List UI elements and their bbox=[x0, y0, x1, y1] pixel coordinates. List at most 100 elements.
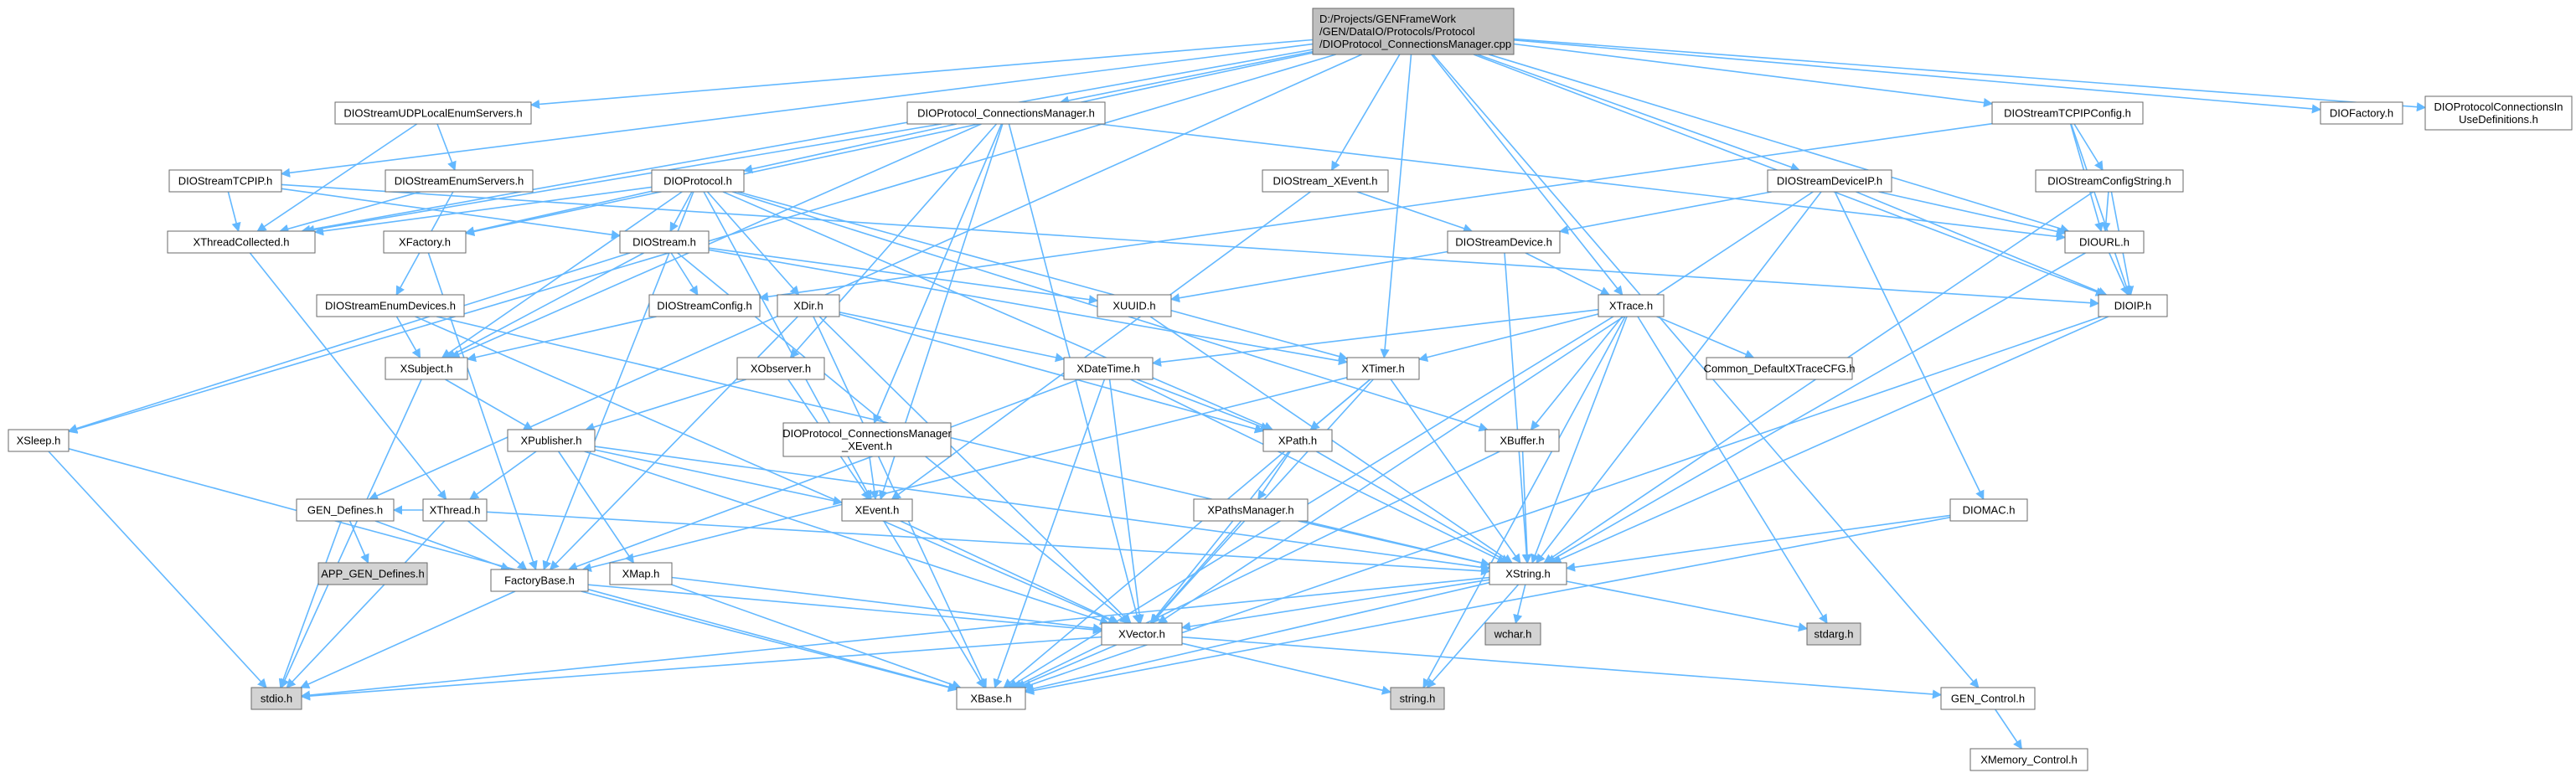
node-xpathsmgr[interactable]: XPathsManager.h bbox=[1193, 498, 1309, 522]
node-box bbox=[1101, 622, 1183, 646]
edge-xtrace-to-xstring bbox=[1531, 316, 1628, 564]
node-stringh[interactable]: string.h bbox=[1390, 687, 1445, 710]
node-box bbox=[736, 357, 825, 380]
node-enumdev[interactable]: DIOStreamEnumDevices.h bbox=[316, 294, 465, 317]
node-label: DIOStreamConfig.h bbox=[657, 300, 751, 312]
node-box bbox=[1940, 687, 2036, 710]
node-wchar[interactable]: wchar.h bbox=[1484, 622, 1541, 646]
node-protocol[interactable]: DIOProtocol.h bbox=[651, 169, 745, 193]
edge-root-to-pcud bbox=[1513, 38, 2427, 112]
node-box bbox=[1262, 429, 1333, 452]
node-xbase[interactable]: XBase.h bbox=[956, 687, 1026, 710]
edge-cfgstring-to-url bbox=[2101, 191, 2111, 233]
edge-streamcfg-to-xsubject bbox=[466, 316, 657, 363]
node-box bbox=[1484, 622, 1541, 646]
node-box bbox=[8, 429, 70, 452]
node-box bbox=[1706, 357, 1853, 380]
edge-factorybase-to-stdio bbox=[299, 590, 516, 688]
edge-gendefs-to-appgen bbox=[348, 520, 369, 564]
node-tcpipcfg[interactable]: DIOStreamTCPIPConfig.h bbox=[1991, 101, 2144, 125]
node-udpenum[interactable]: DIOStreamUDPLocalEnumServers.h bbox=[334, 101, 532, 125]
node-xevtstream[interactable]: DIOStream_XEvent.h bbox=[1262, 169, 1389, 193]
node-label: XPathsManager.h bbox=[1207, 504, 1293, 517]
node-box bbox=[422, 498, 488, 522]
node-appgen[interactable]: APP_GEN_Defines.h bbox=[317, 562, 428, 585]
edge-xpath-to-xstring bbox=[1316, 451, 1510, 564]
edge-xsleep-to-stdio bbox=[48, 451, 267, 688]
node-xobserver[interactable]: XObserver.h bbox=[736, 357, 825, 380]
edge-diomac-to-xbase bbox=[1024, 516, 1951, 695]
node-gendefs[interactable]: GEN_Defines.h bbox=[296, 498, 395, 522]
node-label: XPath.h bbox=[1278, 435, 1317, 447]
node-xtimer[interactable]: XTimer.h bbox=[1346, 357, 1420, 380]
node-label: FactoryBase.h bbox=[504, 575, 575, 587]
node-diomac[interactable]: DIOMAC.h bbox=[1949, 498, 2028, 522]
edge-pcmxevent-to-xevent bbox=[869, 456, 880, 501]
node-pcmxevent[interactable]: DIOProtocol_ConnectionsManager_XEvent.h bbox=[782, 422, 952, 457]
node-threadcoll[interactable]: XThreadCollected.h bbox=[167, 230, 316, 254]
node-xvector[interactable]: XVector.h bbox=[1101, 622, 1183, 646]
node-root[interactable]: D:/Projects/GENFrameWork/GEN/DataIO/Prot… bbox=[1312, 8, 1515, 55]
edge-tcpipcfg-to-dioip bbox=[2070, 123, 2131, 296]
node-factorybase[interactable]: FactoryBase.h bbox=[490, 569, 589, 592]
edge-xtrace-to-xtimer bbox=[1417, 313, 1599, 363]
node-stream[interactable]: DIOStream.h bbox=[619, 230, 710, 254]
edge-gendefs-to-factorybase bbox=[374, 520, 511, 571]
node-dioip[interactable]: DIOIP.h bbox=[2098, 294, 2168, 317]
node-xthread[interactable]: XThread.h bbox=[422, 498, 488, 522]
node-common[interactable]: Common_DefaultXTraceCFG.h bbox=[1704, 357, 1856, 380]
edge-xdatetime-to-xpath bbox=[1136, 379, 1270, 431]
edge-udpenum-to-enumsrv bbox=[436, 123, 457, 172]
edge-xtrace-to-stdarg bbox=[1637, 316, 1828, 624]
edge-pcm-to-url bbox=[1098, 123, 2067, 241]
node-xdir[interactable]: XDir.h bbox=[777, 294, 840, 317]
node-label: /GEN/DataIO/Protocols/Protocol bbox=[1319, 25, 1475, 38]
node-label: DIOProtocol_ConnectionsManager bbox=[782, 427, 952, 440]
node-box bbox=[1097, 294, 1172, 317]
node-stdarg[interactable]: stdarg.h bbox=[1806, 622, 1861, 646]
node-xuuid[interactable]: XUUID.h bbox=[1097, 294, 1172, 317]
node-tcpip[interactable]: DIOStreamTCPIP.h bbox=[168, 169, 282, 193]
node-xbuffer[interactable]: XBuffer.h bbox=[1484, 429, 1560, 452]
node-box bbox=[383, 230, 467, 254]
node-label: XFactory.h bbox=[399, 236, 451, 249]
node-label: XBuffer.h bbox=[1500, 435, 1544, 447]
node-enumsrv[interactable]: DIOStreamEnumServers.h bbox=[385, 169, 534, 193]
edge-xdir-to-factorybase bbox=[549, 316, 798, 570]
node-stdio[interactable]: stdio.h bbox=[250, 687, 302, 710]
node-xevent[interactable]: XEvent.h bbox=[841, 498, 913, 522]
edge-stream-to-streamcfg bbox=[670, 252, 699, 296]
edge-xbuffer-to-xbase bbox=[1012, 451, 1500, 688]
node-box bbox=[2320, 101, 2403, 125]
node-label: stdarg.h bbox=[1815, 628, 1854, 641]
node-box bbox=[1484, 429, 1560, 452]
node-url[interactable]: DIOURL.h bbox=[2064, 230, 2145, 254]
node-xmemctl[interactable]: XMemory_Control.h bbox=[1969, 748, 2088, 771]
node-xstring[interactable]: XString.h bbox=[1489, 562, 1567, 585]
node-box bbox=[619, 230, 710, 254]
edge-xvector-to-gencontrol bbox=[1181, 636, 1943, 699]
edge-root-to-threadcoll bbox=[301, 49, 1314, 234]
node-label: DIOProtocolConnectionsIn bbox=[2434, 100, 2563, 113]
node-xtrace[interactable]: XTrace.h bbox=[1598, 294, 1665, 317]
node-xsubject[interactable]: XSubject.h bbox=[385, 357, 468, 380]
node-xmap[interactable]: XMap.h bbox=[609, 562, 673, 585]
node-xsleep[interactable]: XSleep.h bbox=[8, 429, 70, 452]
node-xpublisher[interactable]: XPublisher.h bbox=[507, 429, 596, 452]
node-cfgstring[interactable]: DIOStreamConfigString.h bbox=[2035, 169, 2184, 193]
node-factory[interactable]: DIOFactory.h bbox=[2320, 101, 2403, 125]
node-pcm[interactable]: DIOProtocol_ConnectionsManager.h bbox=[906, 101, 1106, 125]
node-box bbox=[317, 562, 428, 585]
edge-pcm-to-protocol bbox=[742, 123, 958, 174]
edge-xsubject-to-stdio bbox=[280, 379, 422, 689]
edge-xtimer-to-xstring bbox=[1390, 379, 1521, 564]
node-device[interactable]: DIOStreamDevice.h bbox=[1447, 230, 1561, 254]
edge-gencontrol-to-xmemctl bbox=[1995, 709, 2022, 750]
node-xfactory[interactable]: XFactory.h bbox=[383, 230, 467, 254]
node-gencontrol[interactable]: GEN_Control.h bbox=[1940, 687, 2036, 710]
node-deviceip[interactable]: DIOStreamDeviceIP.h bbox=[1767, 169, 1892, 193]
node-streamcfg[interactable]: DIOStreamConfig.h bbox=[648, 294, 761, 317]
node-xpath[interactable]: XPath.h bbox=[1262, 429, 1333, 452]
node-xdatetime[interactable]: XDateTime.h bbox=[1063, 357, 1154, 380]
